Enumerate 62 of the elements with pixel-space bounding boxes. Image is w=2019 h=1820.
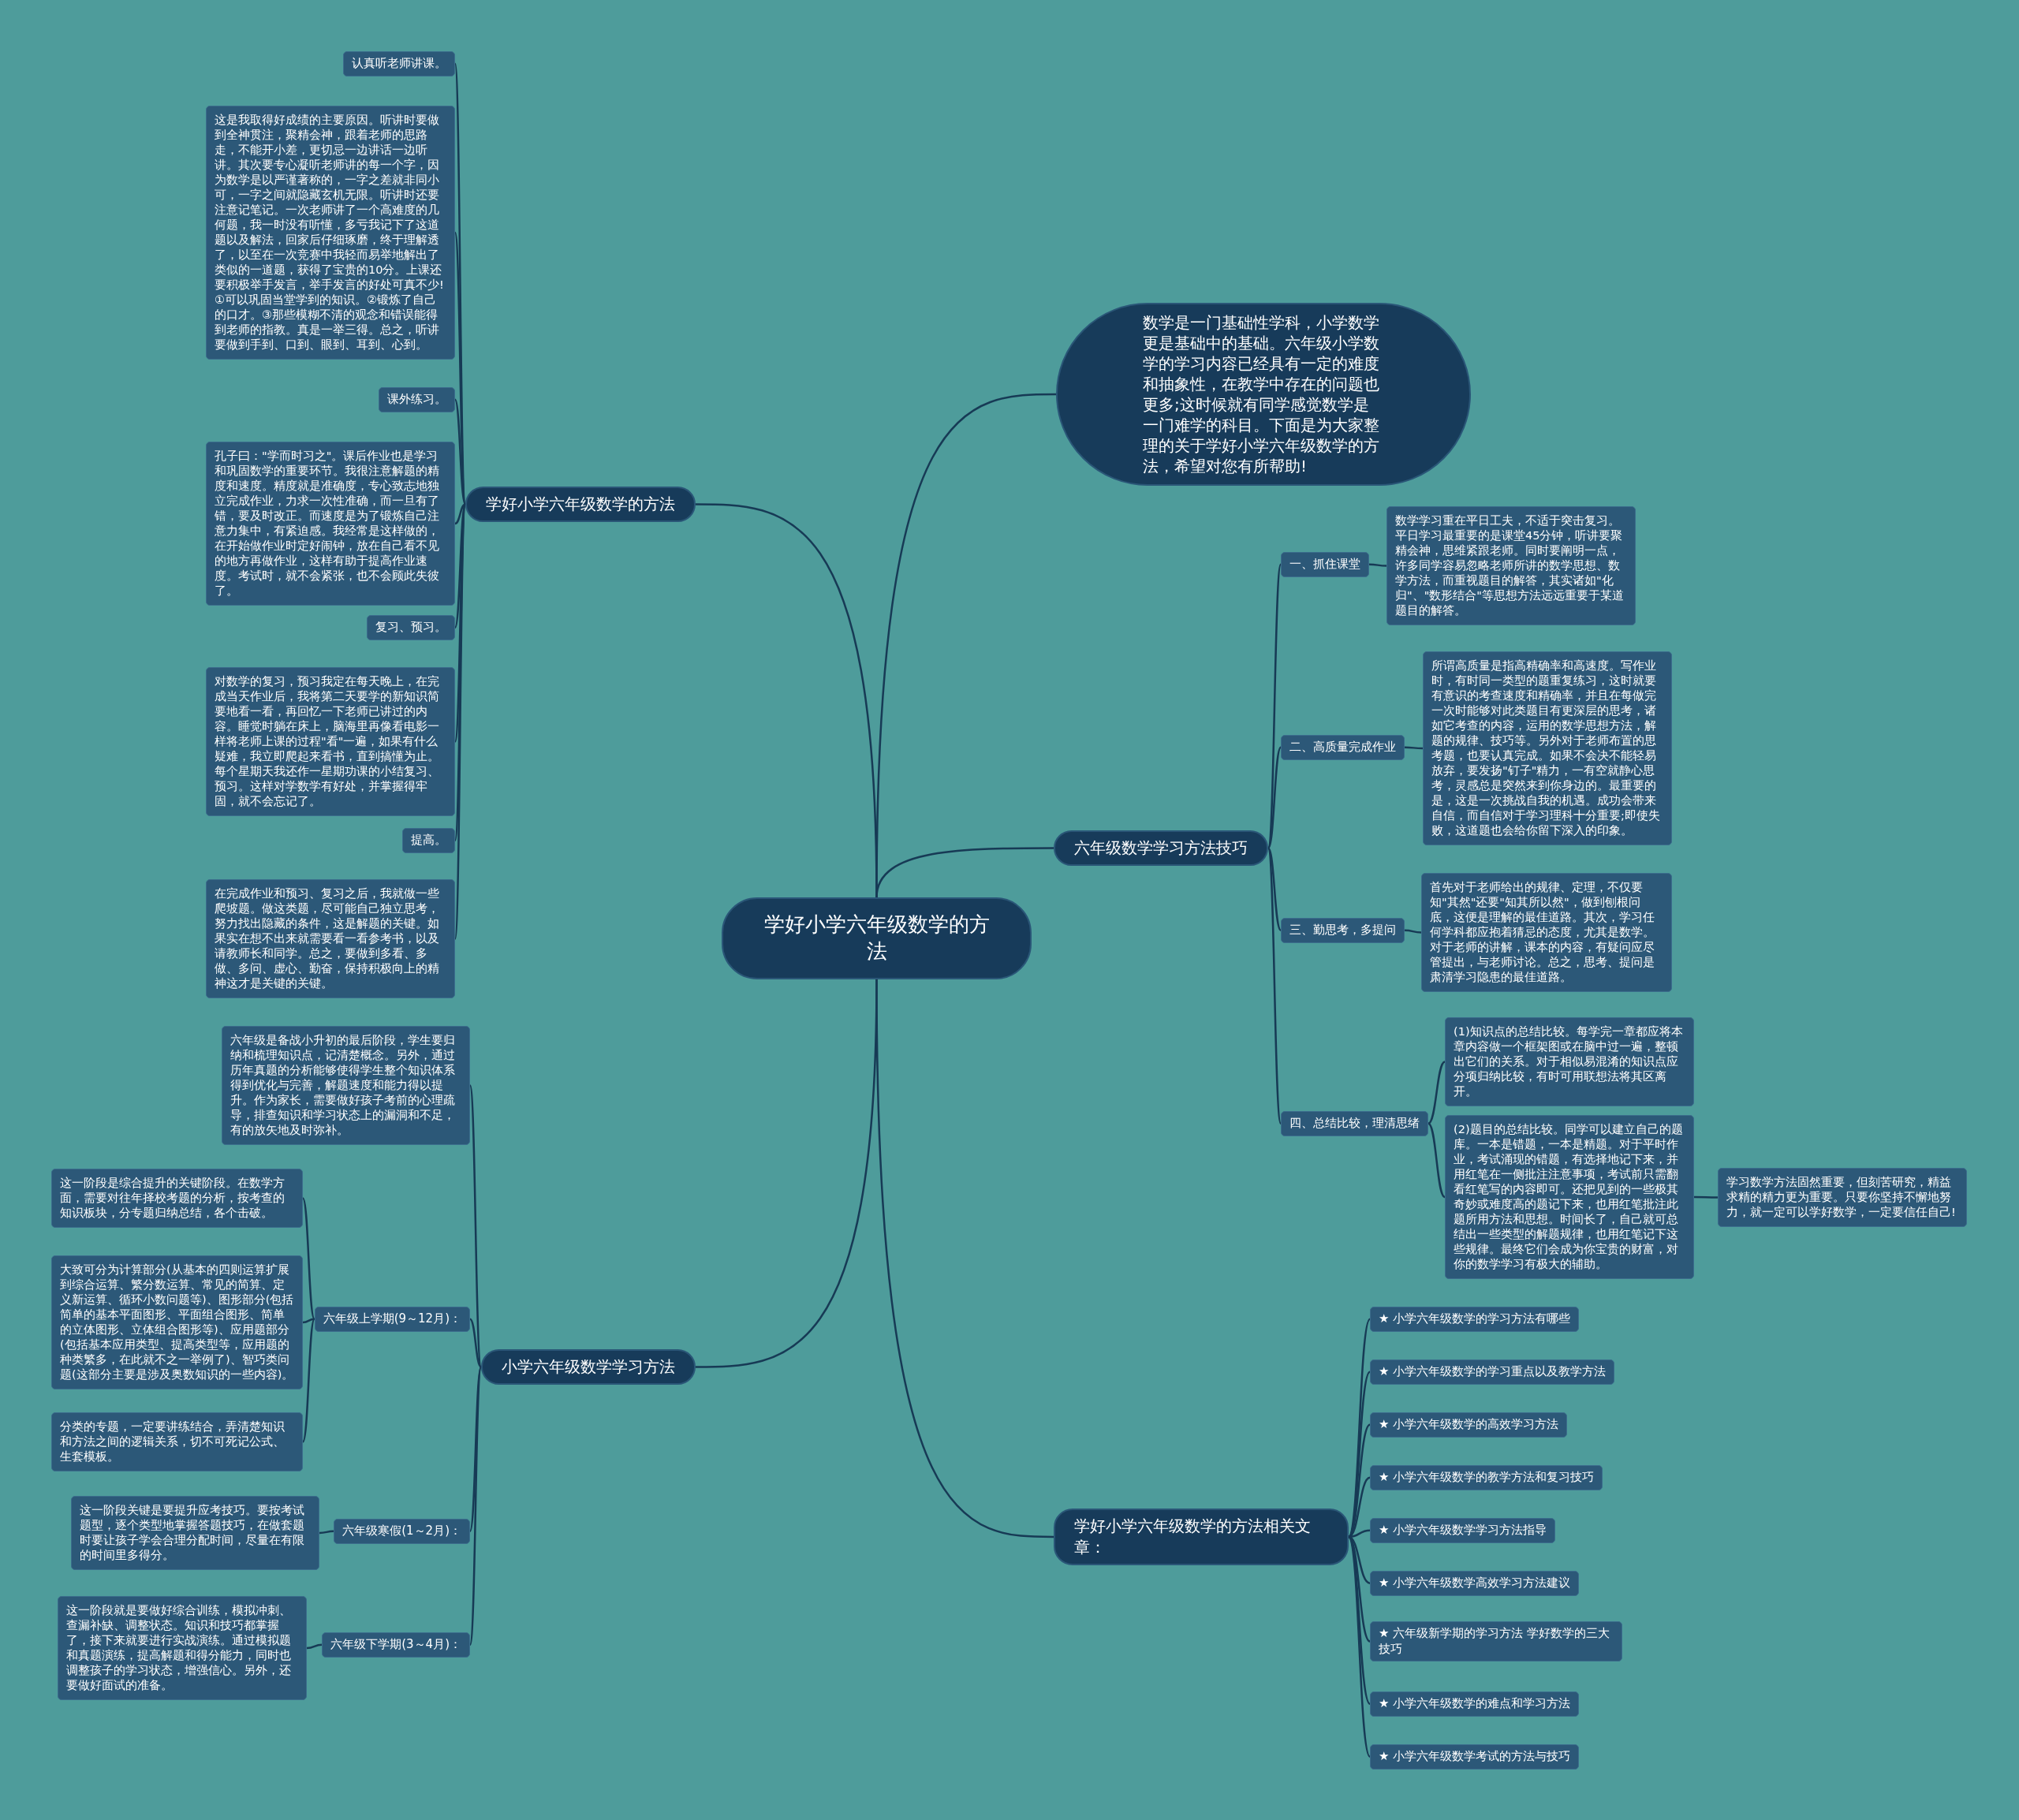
connector-line (1427, 1122, 1446, 1198)
connector-line (1694, 1195, 1718, 1199)
subtopic-label: 六年级寒假(1～2月)： (334, 1519, 470, 1544)
connector-line (468, 1367, 483, 1646)
note-card: 大致可分为计算部分(从基本的四则运算扩展到综合运算、繁分数运算、常见的简算、定义新运算、循环小数问题等)、图形部分(包括简单的基本平面图形、平面组合图形、简单的立体图形、立体组合图形等)、应用题部分(包括基本应用类型、提高类型等，应用题的种类繁多，在此就不之一举例了)、智巧类问题(这部分主要是涉及奥数知识的一些内容)。 (51, 1255, 303, 1389)
branch-topic: 六年级数学学习方法技巧 (1054, 830, 1268, 866)
note-card: 分类的专题，一定要讲练结合，弄清楚知识和方法之间的逻辑关系，切不可死记公式、生套模板。 (51, 1412, 303, 1471)
connector-line (306, 1643, 323, 1650)
related-article-item: ★ 小学六年级数学的学习方法有哪些 (1370, 1307, 1580, 1332)
note-card: 数学学习重在平日工夫，不适于突击复习。平日学习最重要的是课堂45分钟，听讲要聚精会神，思维紧跟老师。同时要阐明一点，许多同学容易忽略老师所讲的数学思想、数学方法，而重视题目的解答，其实诸如"化归"、"数形结合"等思想方法远远重要于某道题目的解答。 (1386, 506, 1636, 625)
note-card: 孔子曰："学而时习之"。课后作业也是学习和巩固数学的重要环节。我很注意解题的精度和速度。精度就是准确度，专心致志地独立完成作业，力求一次性准确，而一旦有了错，要及时改正。而速度是为了锻炼自己注意力集中，有紧迫感。我经常是这样做的，在开始做作业时定好闹钟，放在自己看不见的地方再做作业，这样有助于提高作业速度。考试时，就不会紧张，也不会顾此失彼了。 (206, 442, 455, 606)
subtopic-label: 六年级下学期(3～4月)： (322, 1632, 470, 1658)
note-card: 这一阶段关键是要提升应考技巧。要按考试题型，逐个类型地掌握答题技巧，在做套题时要让孩子学会合理分配时间，尽量在有限的时间里多得分。 (71, 1496, 319, 1570)
subtopic-label: 二、高质量完成作业 (1281, 735, 1405, 760)
related-article-item: ★ 小学六年级数学的学习重点以及教学方法 (1370, 1359, 1615, 1385)
related-article-item: ★ 小学六年级数学的教学方法和复习技巧 (1370, 1465, 1603, 1490)
connector-line (319, 1530, 334, 1535)
related-article-item: ★ 小学六年级数学学习方法指导 (1370, 1518, 1556, 1543)
related-article-item: ★ 小学六年级数学高效学习方法建议 (1370, 1571, 1580, 1596)
note-card: (2)题目的总结比较。同学可以建立自己的题库。一本是错题，一本是精题。对于平时作业，考试涌现的错题，有选择地记下来，并用红笔在一侧批注注意事项，考试前只需翻看红笔写的内容即可。还把见到的一些极其奇妙或难度高的题记下来，也用红笔批注此题所用方法和思想。时间长了，自己就可总结出一些类型的解题规律，也用红笔记下这些规律。最终它们会成为你宝贵的财富，对你的数学学习有极大的辅助。 (1445, 1115, 1694, 1279)
connector-line (1369, 563, 1386, 567)
connector-line (696, 503, 878, 898)
note-card: 六年级是备战小升初的最后阶段，学生要归纳和梳理知识点，记清楚概念。另外，通过历年真题的分析能够使得学生整个知识体系得到优化与完善，解题速度和能力得以提升。作为家长，需要做好孩子考前的心理疏导，排查知识和学习状态上的漏洞和不足，有的放矢地及时弥补。 (222, 1026, 470, 1145)
intro-bubble: 数学是一门基础性学科，小学数学更是基础中的基础。六年级小学数学的学习内容已经具有一定的难度和抽象性，在教学中存在的问题也更多;这时候就有同学感觉数学是一门难学的科目。下面是为大家整理的关于学好小学六年级数学的方法，希望对您有所帮助! (1056, 303, 1471, 486)
branch-topic: 学好小学六年级数学的方法相关文章： (1054, 1509, 1349, 1565)
connector-line (301, 1318, 315, 1443)
note-card: 这是我取得好成绩的主要原因。听讲时要做到全神贯注，聚精会神，跟着老师的思路走，不能开小差，更切忌一边讲话一边听讲。其次要专心凝听老师讲的每一个字，因为数学是以严谨著称的，一字之差就非同小可，一字之间就隐藏玄机无限。听讲时还要注意记笔记。一次老师讲了一个高难度的几何题，我一时没有听懂，多亏我记下了这道题以及解法，回家后仔细琢磨，终于理解透了，以至在一次竞赛中我轻而易举地解出了类似的一道题，获得了宝贵的10分。上课还要积极举手发言，举手发言的好处可真不少!①可以巩固当堂学到的知识。②锻炼了自己的口才。③那些模糊不清的观念和错误能得到老师的指教。真是一举三得。总之，听讲要做到手到、口到、眼到、耳到、心到。 (206, 106, 455, 360)
connector-line (454, 503, 466, 525)
connector-line (1404, 929, 1422, 934)
related-article-item: ★ 小学六年级数学考试的方法与技巧 (1370, 1744, 1580, 1770)
note-card: 所谓高质量是指高精确率和高速度。写作业时，有时同一类型的题重复练习，这时就要有意识的考查速度和精确率，并且在每做完一次时能够对此类题目有更深层的思考，诸如它考查的内容，运用的数学思想方法，解题的规律、技巧等。另外对于老师布置的思考题，也要认真完成。如果不会决不能轻易放弃，要发扬"钉子"精力，一有空就静心思考，灵感总是突然来到你身边的。最重要的是，这是一次挑战自我的机遇。成功会带来自信，而自信对于学习理科十分重要;即使失败，这道题也会给你留下深入的印象。 (1423, 651, 1672, 845)
note-card: (1)知识点的总结比较。每学完一章都应将本章内容做一个框架图或在脑中过一遍，整顿出它们的关系。对于相似易混淆的知识点应分项归纳比较，有时可用联想法将其区离开。 (1445, 1017, 1694, 1106)
connector-line (1405, 746, 1423, 750)
note-card: 首先对于老师给出的规律、定理，不仅要知"其然"还要"知其所以然"，做到刨根问底，这便是理解的最佳道路。其次，学习任何学科都应抱着猜忌的态度，尤其是数学。对于老师的讲解，课本的内容，有疑问应尽管提出，与老师讨论。总之，思考、提问是肃清学习隐患的最佳道路。 (1421, 873, 1672, 992)
subtopic-label: 课外练习。 (379, 387, 455, 412)
note-card: 这一阶段就是要做好综合训练，模拟冲刺、查漏补缺、调整状态。知识和技巧都掌握了，接下来就要进行实战演练。通过模拟题和真题演练，提高解题和得分能力，同时也调整孩子的学习状态，增强信心。另外，还要做好面试的准备。 (58, 1596, 307, 1700)
connector-line (301, 1197, 315, 1320)
related-article-item: ★ 小学六年级数学的高效学习方法 (1370, 1412, 1568, 1438)
related-article-item: ★ 小学六年级数学的难点和学习方法 (1370, 1691, 1580, 1717)
note-card: 这一阶段是综合提升的关键阶段。在数学方面，需要对往年择校考题的分析，按考查的知识板块，分专题归纳总结，各个击破。 (51, 1169, 303, 1228)
connector-line (1347, 1536, 1372, 1758)
note-card: 学习数学方法固然重要，但刻苦研究，精益求精的精力更为重要。只要你坚持不懈地努力，就一定可以学好数学，一定要信任自己! (1718, 1168, 1967, 1227)
central-topic: 学好小学六年级数学的方法 (722, 897, 1032, 979)
related-article-item: ★ 六年级新学期的学习方法 学好数学的三大技巧 (1370, 1621, 1622, 1661)
branch-topic: 学好小学六年级数学的方法 (465, 487, 696, 522)
connector-line (469, 1318, 482, 1368)
subtopic-label: 认真听老师讲课。 (343, 51, 455, 76)
subtopic-label: 三、勤思考，多提问 (1281, 918, 1405, 943)
connector-line (696, 979, 878, 1368)
subtopic-label: 一、抓住课堂 (1281, 552, 1369, 577)
subtopic-label: 四、总结比较，理清思绪 (1281, 1111, 1428, 1136)
connector-line (1267, 747, 1282, 849)
branch-topic: 小学六年级数学学习方法 (481, 1349, 696, 1385)
connector-line (453, 399, 467, 505)
connector-line (1427, 1061, 1446, 1124)
connector-line (468, 1085, 483, 1367)
subtopic-label: 六年级上学期(9～12月)： (314, 1307, 470, 1332)
note-card: 在完成作业和预习、复习之后，我就做一些爬坡题。做这类题，尽可能自己独立思考，努力找出隐藏的条件，这是解题的关键。如果实在想不出来就需要看一看参考书，以及请教师长和同学。总之，要做到多看、多做、多问、虚心、勤奋，保持积极向上的精神这才是关键的关键。 (206, 879, 455, 998)
connector-line (1267, 847, 1282, 931)
subtopic-label: 复习、预习。 (367, 615, 455, 640)
note-card: 对数学的复习，预习我定在每天晚上，在完成当天作业后，我将第二天要学的新知识简要地看一看，再回忆一下老师已讲过的内容。睡觉时躺在床上，脑海里再像看电影一样将老师上课的过程"看"一遍，如果有什么疑难，我立即爬起来看书，直到搞懂为止。每个星期天我还作一星期功课的小结复习、预习。这样对学数学有好处，并掌握得牢固，就不会忘记了。 (206, 667, 455, 816)
subtopic-label: 提高。 (402, 828, 455, 853)
